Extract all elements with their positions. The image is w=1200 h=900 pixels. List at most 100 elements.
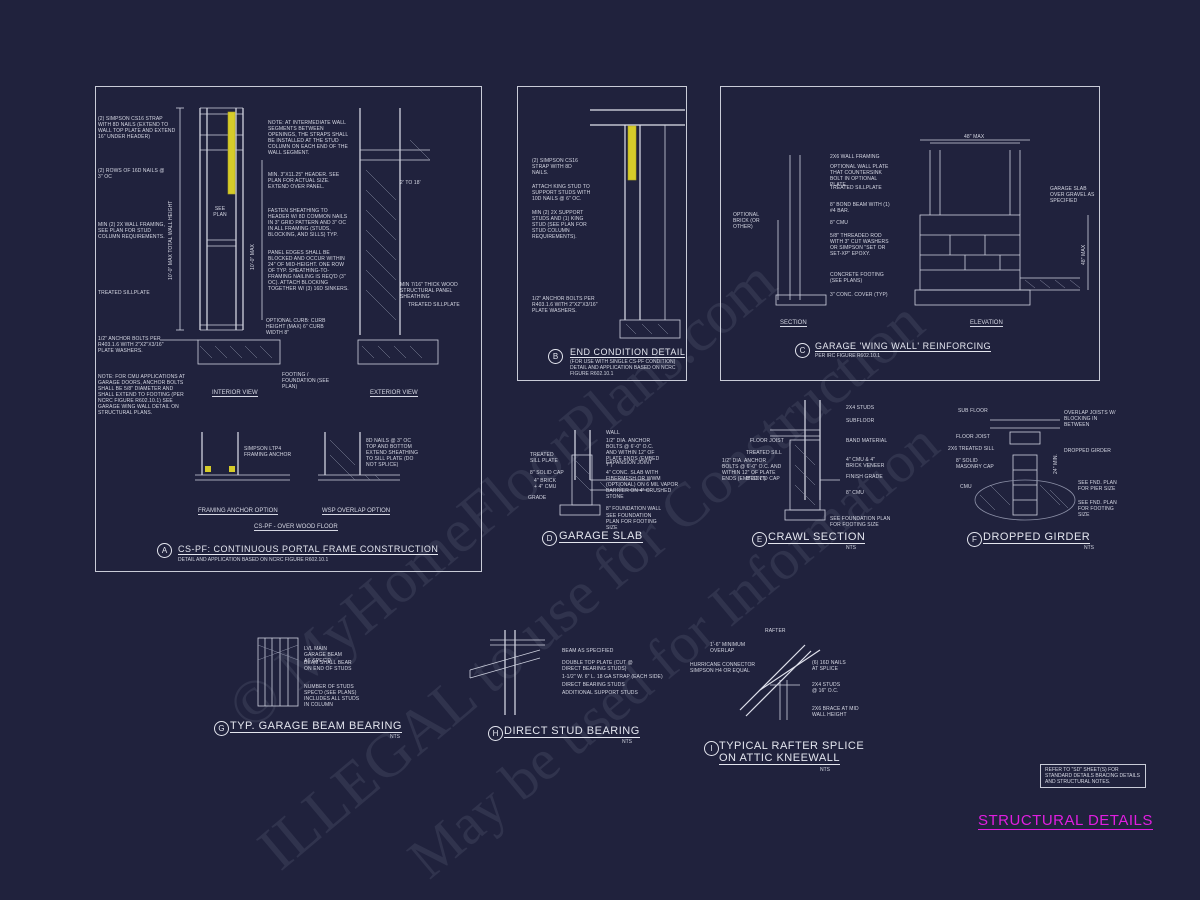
detail-c-note-footing: CONCRETE FOOTING (SEE PLANS) [830, 272, 884, 284]
detail-a-bubble: A [157, 543, 172, 558]
detail-d-note-expansion: EXPANSION JOINT [606, 460, 653, 466]
detail-a-note-curb: OPTIONAL CURB: CURB HEIGHT (MAX) 6" CURB… [266, 318, 326, 336]
detail-a-subtitle: DETAIL AND APPLICATION BASED ON NCRC FIG… [178, 557, 329, 563]
detail-e-drawing [770, 400, 840, 521]
detail-g-note-beam: LVL MAIN GARAGE BEAM AS SPEC'D [304, 646, 343, 664]
detail-f-note-cmu: CMU [960, 484, 972, 490]
detail-d-bubble: D [542, 531, 557, 546]
detail-d-note-slab: 4" CONC. SLAB WITH FIBERMESH OR WWM (OPT… [606, 470, 679, 500]
detail-c-drawing [775, 139, 1089, 306]
detail-d-note-sill: TREATED SILL PLATE [530, 452, 558, 464]
detail-d-note-cap: 8" SOLID CAP [530, 470, 564, 476]
detail-b-title: END CONDITION DETAIL [570, 347, 686, 358]
detail-f-note-footing: SEE FND. PLAN FOR FOOTING SIZE [1078, 500, 1117, 518]
detail-a-note-sillplate: TREATED SILLPLATE [98, 290, 150, 296]
detail-b-note-support-studs: MIN (2) 2X SUPPORT STUDS AND (1) KING ST… [532, 210, 587, 240]
detail-a-note-nail-rows: (2) ROWS OF 16d NAILS @ 3" OC [98, 168, 165, 180]
detail-a-note-strap: (2) SIMPSON CS16 STRAP WITH 8d NAILS (EX… [98, 116, 176, 140]
detail-h-title: DIRECT STUD BEARING [504, 725, 640, 738]
detail-c-title: GARAGE 'WING WALL' REINFORCING [815, 341, 992, 352]
detail-a-exterior-caption: EXTERIOR VIEW [370, 390, 418, 397]
panel-detail-a [95, 86, 482, 572]
detail-a-title: CS-PF: CONTINUOUS PORTAL FRAME CONSTRUCT… [178, 544, 439, 555]
detail-a-note-fasten: FASTEN SHEATHING TO HEADER W/ 8d COMMON … [268, 208, 348, 238]
detail-d-note-wall: WALL [606, 430, 620, 436]
detail-f-note-sill: 2x6 TREATED SILL [948, 446, 995, 452]
detail-e-note-band: BAND MATERIAL [846, 438, 888, 444]
detail-d-note-brick: 4" BRICK + 4" CMU [534, 478, 557, 490]
detail-a-header-height-dim: 10'-0" MAX [250, 244, 256, 270]
detail-e-note-sill: TREATED SILL [746, 450, 782, 456]
detail-e-title: CRAWL SECTION [768, 531, 866, 544]
detail-h-note-beam: BEAM AS SPECIFIED [562, 648, 614, 654]
detail-d-note-bolts: 1/2" DIA. ANCHOR BOLTS @ 6'-0" O.C. AND … [606, 438, 660, 468]
reference-note-box: REFER TO "SD" SHEET(S) FOR STANDARD DETA… [1040, 764, 1146, 788]
detail-b-subtitle-2: DETAIL AND APPLICATION BASED ON NCRC [570, 365, 676, 371]
detail-b-note-king-stud: ATTACH KING STUD TO SUPPORT STUDS WITH 1… [532, 184, 591, 202]
detail-i-note-nails: (6) 16d NAILS AT SPLICE [812, 660, 846, 672]
detail-b-subtitle-3: FIGURE R602.10.1 [570, 371, 614, 377]
detail-d-note-grade: GRADE [528, 495, 547, 501]
detail-i-note-rafter: RAFTER [765, 628, 786, 634]
detail-g-bubble: G [214, 721, 229, 736]
detail-i-drawing [739, 644, 821, 720]
detail-e-note-footing: SEE FOUNDATION PLAN FOR FOOTING SIZE [830, 516, 891, 528]
detail-a-note-header: MIN. 3"X11.25" HEADER. SEE PLAN FOR ACTU… [268, 172, 340, 190]
detail-c-note-cover: 3" CONC. COVER (TYP) [830, 292, 888, 298]
detail-b-drawing [590, 109, 685, 339]
panel-detail-c [720, 86, 1100, 381]
detail-a-interior-drawing [160, 107, 281, 365]
detail-e-note-veneer: 4" CMU & 4" BRICK VENEER [846, 457, 885, 469]
detail-a-over-wood-floor-caption: CS-PF - OVER WOOD FLOOR [254, 524, 338, 531]
detail-f-nts: NTS [1084, 545, 1094, 551]
detail-i-title-1: TYPICAL RAFTER SPLICE [719, 740, 865, 752]
detail-f-bubble: F [967, 532, 982, 547]
detail-i-bubble: I [704, 741, 719, 756]
detail-g-note-bear: BEAM SHALL BEAR ON END OF STUDS [304, 660, 352, 672]
detail-a-note-8d-nails: 8d NAILS @ 3" OC TOP AND BOTTOM [366, 438, 412, 450]
detail-a-note-intermediate: NOTE: AT INTERMEDIATE WALL SEGMENTS BETW… [268, 120, 349, 156]
detail-c-note-cmu: 8" CMU [830, 220, 848, 226]
detail-e-note-cap: 8" SOLID CAP [746, 476, 780, 482]
detail-h-bubble: H [488, 726, 503, 741]
detail-b-note-anchor-bolts: 1/2" ANCHOR BOLTS PER R403.1.6 WITH 2"X2… [532, 296, 598, 314]
detail-i-note-connector: HURRICANE CONNECTOR SIMPSON H4 OR EQUAL [690, 662, 756, 674]
detail-d-title: GARAGE SLAB [559, 530, 643, 543]
detail-c-dim-top: 48" MAX [964, 134, 985, 140]
detail-g-nts: NTS [390, 734, 400, 740]
detail-i-note-overlap: 1'-6" MINIMUM OVERLAP [710, 642, 746, 654]
detail-d-note-foundation: 8" FOUNDATION WALL [606, 506, 662, 512]
detail-c-subtitle: PER IRC FIGURE R602.10.1 [815, 353, 881, 359]
detail-h-nts: NTS [622, 739, 632, 745]
panel-detail-b [517, 86, 687, 381]
detail-h-note-strap: 1-1/2" W. 6" L. 18 GA STRAP (EACH SIDE) [562, 674, 663, 680]
detail-i-nts: NTS [820, 767, 830, 773]
detail-a-small-drawings [195, 432, 400, 481]
detail-a-note-anchor-bolts: 1/2" ANCHOR BOLTS PER R403.1.6 WITH 2"X2… [98, 336, 164, 354]
detail-a-note-dim-range: 2' TO 18' [400, 180, 421, 186]
detail-c-section-caption: SECTION [780, 320, 807, 327]
detail-a-wall-height-dim: 10'-0" MAX TOTAL WALL HEIGHT [168, 200, 174, 280]
detail-c-note-threaded-rod: 5/8" THREADED ROD WITH 3" CUT WASHERS OR… [830, 233, 889, 257]
detail-c-note-sillplate: TREATED SILLPLATE [830, 185, 882, 191]
detail-c-dim-side: 48" MAX [1081, 244, 1087, 265]
detail-i-note-brace: 2x6 BRACE AT MID WALL HEIGHT [812, 706, 859, 718]
detail-c-note-slab: GARAGE SLAB OVER GRAVEL AS SPECIFIED [1050, 186, 1095, 204]
detail-h-note-support-studs: ADDITIONAL SUPPORT STUDS [562, 690, 638, 696]
detail-c-bubble: C [795, 343, 810, 358]
detail-h-note-bearing-studs: DIRECT BEARING STUDS [562, 682, 625, 688]
detail-f-note-girder: DROPPED GIRDER [1064, 448, 1111, 454]
detail-c-note-bond-beam: 8" BOND BEAM WITH (1) #4 BAR. [830, 202, 890, 214]
detail-d-note-footing: SEE FOUNDATION PLAN FOR FOOTING SIZE [606, 513, 657, 531]
detail-d-drawing [559, 430, 650, 516]
detail-f-drawing [974, 419, 1076, 521]
detail-a-note-ltp4: SIMPSON LTP4 FRAMING ANCHOR [244, 446, 292, 458]
detail-a-wsp-overlap-caption: WSP OVERLAP OPTION [322, 508, 391, 515]
detail-a-note-wall-framing: MIN (2) 2X WALL FRAMING, SEE PLAN FOR ST… [98, 222, 166, 240]
detail-e-note-grade: FINISH GRADE [846, 474, 883, 480]
detail-f-note-joist: FLOOR JOIST [956, 434, 990, 440]
detail-e-note-studs: 2x4 STUDS [846, 405, 875, 411]
detail-a-note-panel-edges: PANEL EDGES SHALL BE BLOCKED AND OCCUR W… [268, 250, 349, 292]
detail-c-note-framing: 2x6 WALL FRAMING [830, 154, 880, 160]
